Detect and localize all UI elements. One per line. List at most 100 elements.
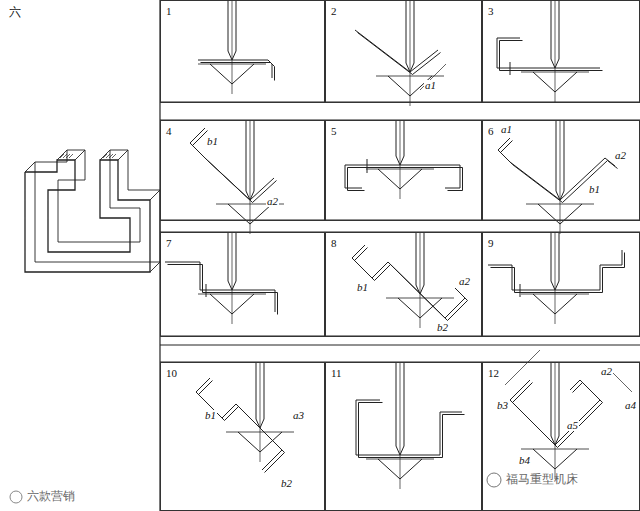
punch-symbol <box>228 0 232 60</box>
gauge-stop <box>367 159 368 173</box>
die-line <box>198 294 266 295</box>
sheet-profile <box>199 381 285 473</box>
punch-symbol <box>256 362 260 428</box>
die-symbol <box>533 449 577 469</box>
step-cell: 9 <box>482 232 640 337</box>
die-line <box>521 72 589 73</box>
sheet-profile <box>348 168 463 191</box>
watermark: 福马重型机床 <box>505 473 579 485</box>
punch-symbol <box>410 0 414 72</box>
die-symbol <box>533 72 577 92</box>
step-cell: 5 <box>325 120 482 221</box>
center-line <box>555 362 556 479</box>
step-cell: 7 <box>160 232 325 337</box>
part-view <box>57 150 67 160</box>
step-cell: 1 <box>160 0 325 103</box>
dimension-line <box>612 372 632 392</box>
dimension-label: a2 <box>614 150 627 161</box>
dimension-label: b1 <box>206 136 219 147</box>
die-line <box>198 64 266 65</box>
die-symbol <box>228 204 272 224</box>
step-cell: 12 <box>482 362 640 511</box>
sheet-profile <box>345 165 460 188</box>
sheet-profile <box>510 380 600 445</box>
dimension-label: a5 <box>566 420 579 431</box>
die-symbol <box>378 459 422 479</box>
step-number: 3 <box>488 6 494 17</box>
dimension-label: a1 <box>424 80 437 91</box>
center-line <box>232 0 233 94</box>
sheet-profile <box>190 128 274 200</box>
gauge-stop <box>520 284 521 297</box>
punch-symbol <box>556 120 560 200</box>
punch-symbol <box>250 120 254 200</box>
sheet-profile <box>488 250 622 290</box>
part-view <box>75 150 85 160</box>
dimension-label: a2 <box>266 196 279 207</box>
punch-symbol <box>400 120 404 165</box>
sheet-profile <box>500 41 603 71</box>
step-number: 2 <box>331 6 337 17</box>
sheet-profile <box>355 30 438 72</box>
step-number: 7 <box>166 238 172 249</box>
watermark: 六款营销 <box>26 490 76 502</box>
punch-symbol <box>555 232 559 290</box>
center-line <box>400 362 401 489</box>
dimension-line <box>420 64 446 90</box>
punch-symbol <box>260 362 264 428</box>
sheet-profile <box>497 38 600 68</box>
weibo-icon <box>10 491 22 503</box>
die-line <box>521 294 589 295</box>
sheet-profile <box>356 400 462 455</box>
punch-symbol <box>555 0 559 68</box>
sheet-profile <box>491 253 625 293</box>
step-number: 6 <box>488 126 494 137</box>
part-view <box>25 162 35 172</box>
dimension-label: a4 <box>624 400 637 411</box>
step-number: 12 <box>488 368 499 379</box>
punch-symbol <box>416 232 420 294</box>
dimension-label: a3 <box>292 410 305 421</box>
wechat-icon <box>487 473 501 487</box>
punch-symbol <box>400 362 404 455</box>
punch-symbol <box>420 232 424 294</box>
center-line <box>555 0 556 102</box>
step-number: 1 <box>166 6 172 17</box>
table-line <box>160 345 640 346</box>
punch-symbol <box>228 232 232 290</box>
die-symbol <box>378 169 422 189</box>
sheet-profile <box>193 131 277 203</box>
center-line <box>250 120 251 234</box>
part-view <box>150 262 160 272</box>
punch-symbol <box>396 362 400 455</box>
dimension-label: b1 <box>588 184 601 195</box>
die-symbol <box>238 432 282 452</box>
punch-symbol <box>232 232 236 290</box>
center-line <box>420 232 421 328</box>
part-view <box>100 150 110 160</box>
center-line <box>400 120 401 199</box>
sheet-profile <box>358 33 441 75</box>
punch-symbol <box>555 362 559 445</box>
step-cell: 2 <box>325 0 482 103</box>
part-view <box>118 150 128 160</box>
die-symbol <box>533 294 577 314</box>
die-symbol <box>538 204 582 224</box>
die-line <box>386 298 454 299</box>
dimension-label: a1 <box>500 124 513 135</box>
hatch <box>69 154 73 158</box>
sheet-profile <box>168 265 278 315</box>
punch-symbol <box>551 0 555 68</box>
part-view <box>35 150 160 262</box>
dimension-label: a2 <box>458 276 471 287</box>
dimension-label: b2 <box>436 322 449 333</box>
punch-symbol <box>232 0 236 60</box>
step-number: 9 <box>488 238 494 249</box>
punch-symbol <box>246 120 250 200</box>
step-number: 5 <box>331 126 337 137</box>
step-cell: 6 <box>482 120 640 221</box>
sheet-profile <box>498 138 615 200</box>
die-line <box>366 459 434 460</box>
